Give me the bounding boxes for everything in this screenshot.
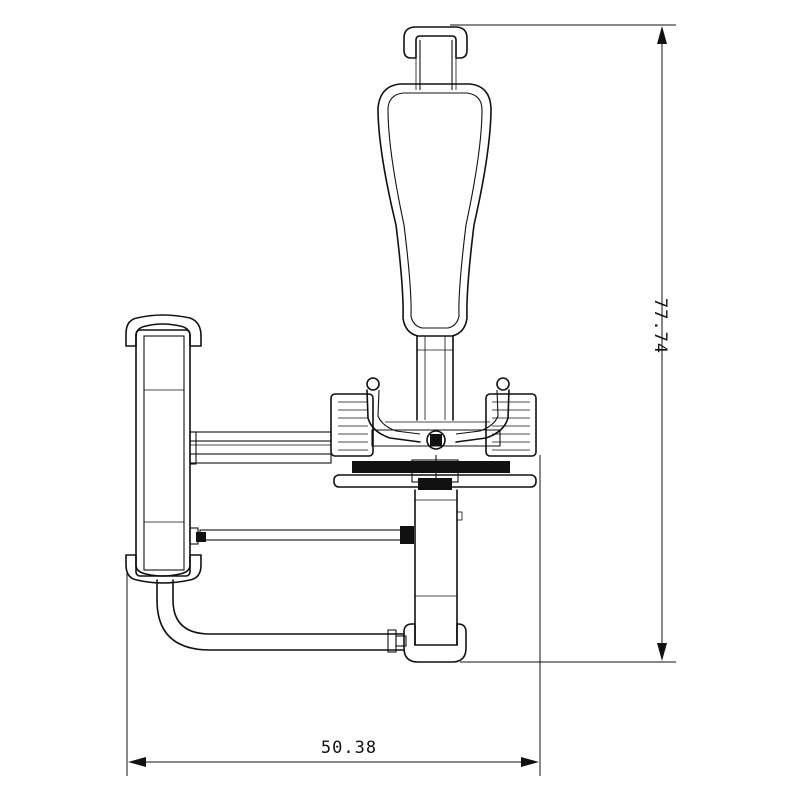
backrest-outer [377, 83, 492, 337]
width-dimension-label: 50.38 [321, 738, 377, 758]
lower-rail [199, 529, 403, 541]
width-arrow-left [128, 757, 146, 767]
width-arrow-right [521, 757, 539, 767]
base-tube-inner [172, 579, 405, 635]
backrest-inner [387, 92, 483, 329]
left-handle-knob [366, 377, 380, 391]
right-handle-knob [496, 377, 510, 391]
base-frame [156, 579, 407, 653]
base-tube-outer [156, 579, 405, 651]
height-arrow-top [657, 26, 667, 44]
left-handle-bar [366, 389, 421, 443]
seat-rail-dark [352, 461, 510, 473]
foot-plate-top-cap [125, 314, 202, 347]
upper-rail-2 [189, 453, 332, 464]
foot-plate [125, 314, 202, 584]
headrest [403, 26, 468, 90]
width-dimension: 50.38 [126, 455, 541, 776]
height-dimension-label: 77.74 [650, 298, 670, 354]
height-dimension: 77.74 [450, 24, 676, 663]
center-column [416, 335, 454, 421]
guide-rails [189, 431, 414, 544]
left-roller-pad [330, 393, 374, 457]
seat-base [333, 455, 537, 490]
lower-column [403, 489, 467, 663]
rail-stop [400, 526, 414, 544]
right-roller-pad [485, 393, 537, 457]
seat-handles [330, 377, 537, 457]
headrest-handle [403, 26, 468, 59]
backrest-pad [377, 83, 492, 337]
height-arrow-bottom [657, 643, 667, 661]
base-foot [403, 623, 467, 663]
center-hub [426, 430, 446, 450]
upper-rail [189, 431, 332, 442]
